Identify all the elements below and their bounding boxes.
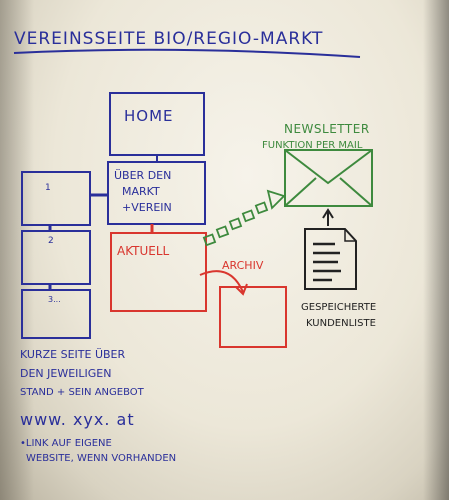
right-shadow <box>423 0 449 500</box>
document-lines <box>313 242 341 282</box>
left-shadow <box>0 0 34 500</box>
home-label: HOME <box>124 107 174 125</box>
newsletter-dashed-arrow <box>202 189 286 247</box>
newsletter-label-line-2: FUNKTION PER MAIL <box>262 140 363 151</box>
page-box-2 <box>21 230 91 285</box>
about-label-line-2: MARKT <box>122 185 160 198</box>
title: VEREINSSEITE BIO/REGIO-MARKT <box>14 29 323 49</box>
page-box-3 <box>21 289 91 339</box>
note-line-2: DEN JEWEILIGEN <box>20 367 112 380</box>
about-label-line-3: +VEREIN <box>122 201 172 214</box>
archiv-label: ARCHIV <box>222 259 264 272</box>
customer-list-label-line-2: KUNDENLISTE <box>306 318 376 329</box>
page-label-2: 2 <box>48 236 54 246</box>
list-to-envelope-arrowhead <box>322 208 334 219</box>
title-underline <box>13 48 361 58</box>
about-label-line-1: ÜBER DEN <box>114 169 171 182</box>
page-box-1 <box>21 171 91 226</box>
aktuell-label: AKTUELL <box>117 244 170 258</box>
customer-list-label-line-1: GESPEICHERTE <box>301 302 376 313</box>
newsletter-label-line-1: NEWSLETTER <box>284 122 370 136</box>
about-box <box>107 161 206 225</box>
note-line-1: KURZE SEITE ÜBER <box>20 348 125 361</box>
document-icon <box>304 228 357 290</box>
link-note-line-1: •LINK AUF EIGENE <box>20 438 112 449</box>
url-text: www. xyx. at <box>20 410 135 429</box>
page-label-1: 1 <box>45 183 51 193</box>
document-corner <box>344 229 356 242</box>
page-label-3: 3... <box>48 295 61 304</box>
archiv-box <box>219 286 287 348</box>
envelope-flap <box>284 149 373 207</box>
envelope-icon <box>284 149 373 207</box>
note-line-3: STAND + SEIN ANGEBOT <box>20 387 145 398</box>
link-note-line-2: WEBSITE, WENN VORHANDEN <box>26 453 176 464</box>
